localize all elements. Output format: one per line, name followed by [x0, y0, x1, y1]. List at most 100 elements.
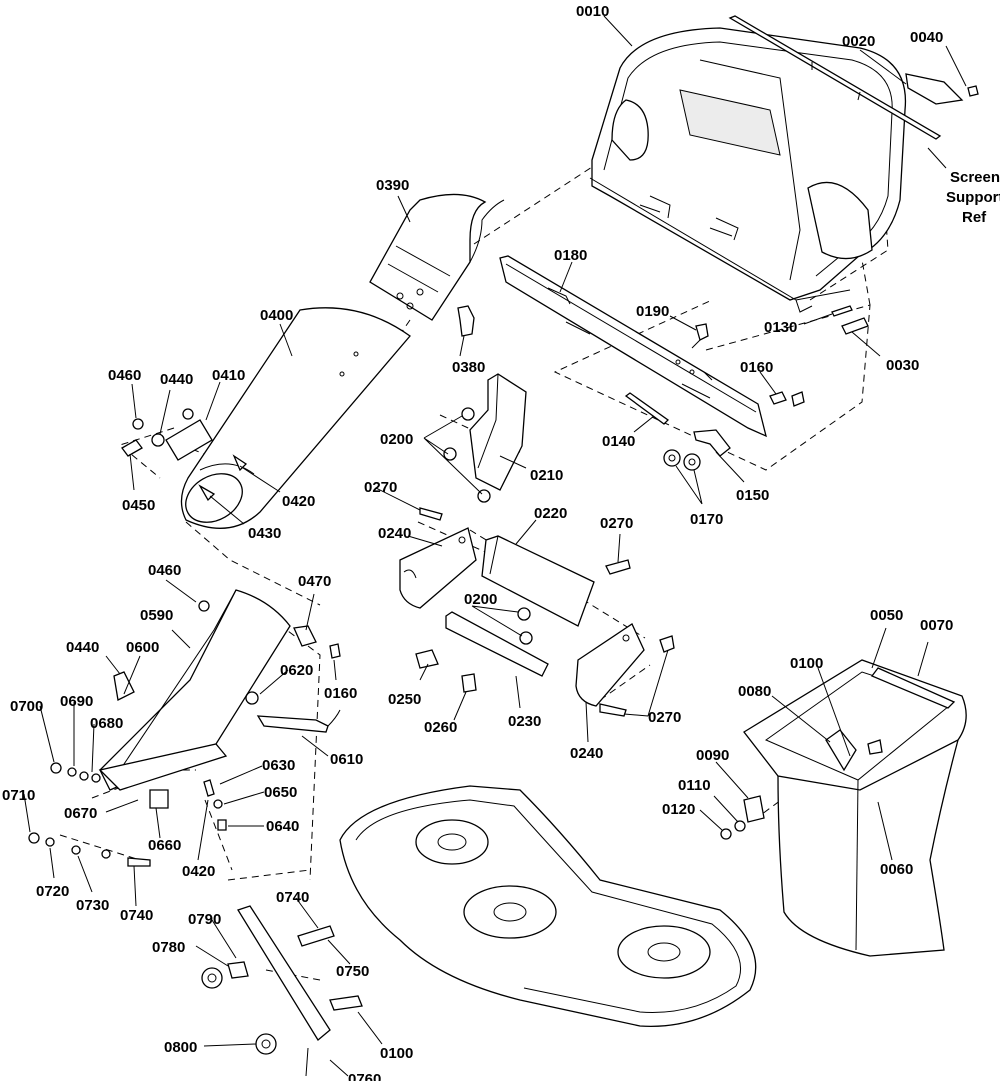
label-0130: 0130	[764, 319, 797, 336]
clip-0260	[461, 673, 477, 693]
label-0600: 0600	[126, 639, 159, 656]
label-0780: 0780	[152, 939, 185, 956]
bolt-0270-b	[605, 559, 631, 575]
label-0020: 0020	[842, 33, 875, 50]
label-0240-b: 0240	[570, 745, 603, 762]
label-0200-lower: 0200	[464, 591, 497, 608]
bolt-0030	[841, 317, 869, 335]
bracket-0150	[693, 429, 731, 457]
label-0040: 0040	[910, 29, 943, 46]
label-0270-b: 0270	[600, 515, 633, 532]
label-0030: 0030	[886, 357, 919, 374]
mount-bracket-0180	[499, 255, 767, 438]
label-0270-c: 0270	[648, 709, 681, 726]
label-0420-lower: 0420	[182, 863, 215, 880]
label-0610: 0610	[330, 751, 363, 768]
part-number-labels: 0010 0020 0040 Screen Support Ref 0390 0…	[2, 3, 1000, 1081]
label-0090: 0090	[696, 747, 729, 764]
label-0190: 0190	[636, 303, 669, 320]
label-0460-lower: 0460	[148, 562, 181, 579]
label-0060: 0060	[880, 861, 913, 878]
label-0120: 0120	[662, 801, 695, 818]
label-0720: 0720	[36, 883, 69, 900]
knob-0250	[415, 649, 439, 669]
rod-0230	[445, 611, 549, 677]
label-0170: 0170	[690, 511, 723, 528]
leader-lines	[23, 15, 967, 1077]
label-0470: 0470	[298, 573, 331, 590]
nuts-0170	[663, 449, 701, 471]
label-0150: 0150	[736, 487, 769, 504]
label-screen-ref-2: Support	[946, 189, 1000, 206]
plate-0240-a	[399, 527, 477, 609]
label-0210: 0210	[530, 467, 563, 484]
label-0270-a: 0270	[364, 479, 397, 496]
label-0080: 0080	[738, 683, 771, 700]
label-0630: 0630	[262, 757, 295, 774]
label-0390: 0390	[376, 177, 409, 194]
label-0710: 0710	[2, 787, 35, 804]
label-0460-upper: 0460	[108, 367, 141, 384]
nut-0200-lower	[517, 607, 533, 645]
label-0750: 0750	[336, 963, 369, 980]
label-0640: 0640	[266, 818, 299, 835]
label-0420-upper: 0420	[282, 493, 315, 510]
label-screen-ref-3: Ref	[962, 209, 987, 226]
bracket-0220	[481, 535, 595, 627]
screen-support-0020	[728, 15, 942, 140]
label-0380: 0380	[452, 359, 485, 376]
label-0740-b: 0740	[276, 889, 309, 906]
latch-0040	[905, 73, 979, 105]
label-0740-a: 0740	[120, 907, 153, 924]
label-0790: 0790	[188, 911, 221, 928]
mower-deck	[339, 785, 757, 1028]
label-0760: 0760	[348, 1071, 381, 1081]
label-0400: 0400	[260, 307, 293, 324]
bolts-0160-upper	[769, 391, 805, 407]
label-0650: 0650	[264, 784, 297, 801]
label-0240-a: 0240	[378, 525, 411, 542]
label-0140: 0140	[602, 433, 635, 450]
label-0660: 0660	[148, 837, 181, 854]
bracket-0090-cluster	[720, 739, 883, 840]
label-0110: 0110	[678, 777, 711, 794]
screw-0190	[691, 323, 709, 349]
label-0670: 0670	[64, 805, 97, 822]
pin-0130	[831, 305, 853, 317]
label-0200-upper: 0200	[380, 431, 413, 448]
bolt-0270-a	[419, 507, 443, 521]
label-0430: 0430	[248, 525, 281, 542]
label-0440-lower: 0440	[66, 639, 99, 656]
bolt-0380	[457, 305, 475, 337]
baffle-0790	[237, 905, 331, 1041]
label-0450: 0450	[122, 497, 155, 514]
label-0410: 0410	[212, 367, 245, 384]
label-0100-upper: 0100	[790, 655, 823, 672]
collector-bag-0060	[743, 659, 967, 957]
label-0160-upper: 0160	[740, 359, 773, 376]
label-0260: 0260	[424, 719, 457, 736]
chute-elbow-0390	[369, 193, 505, 321]
label-0800: 0800	[164, 1039, 197, 1056]
label-0100-lower: 0100	[380, 1045, 413, 1062]
label-0690: 0690	[60, 693, 93, 710]
lower-chute-0590	[98, 589, 291, 791]
label-0440-upper: 0440	[160, 371, 193, 388]
rod-0070	[870, 667, 956, 709]
hardware-0740-0800	[201, 925, 363, 1055]
collector-hood-0010	[589, 27, 907, 313]
bracket-0210	[469, 373, 527, 491]
label-0620: 0620	[280, 662, 313, 679]
bolt-0270-c	[599, 635, 675, 717]
label-0680: 0680	[90, 715, 123, 732]
hardware-lower-left	[28, 625, 341, 867]
rod-0140	[624, 392, 670, 425]
label-0220: 0220	[534, 505, 567, 522]
label-0730: 0730	[76, 897, 109, 914]
label-0700: 0700	[10, 698, 43, 715]
label-0180: 0180	[554, 247, 587, 264]
label-screen-ref-1: Screen	[950, 169, 1000, 186]
label-0050: 0050	[870, 607, 903, 624]
